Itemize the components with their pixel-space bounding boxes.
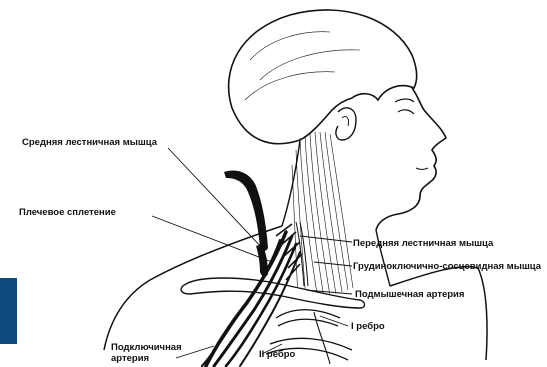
chest-outline xyxy=(390,267,487,360)
face-profile xyxy=(376,88,446,230)
mouth xyxy=(416,168,428,170)
label-subclavian-artery-line2: артерия xyxy=(111,353,149,364)
hair-outline xyxy=(229,10,417,144)
label-subclavian-artery-line1: Подключичная xyxy=(111,342,182,353)
eye xyxy=(398,110,414,114)
eyebrow xyxy=(395,99,414,102)
label-middle-scalene: Средняя лестничная мышца xyxy=(22,137,157,148)
ear-inner xyxy=(342,116,349,126)
first-rib xyxy=(276,310,340,326)
brachial-plexus-bundle xyxy=(202,232,300,366)
label-first-rib: I ребро xyxy=(351,321,385,332)
label-second-rib: II ребро xyxy=(259,349,295,360)
edge-tab xyxy=(0,278,17,344)
ear xyxy=(336,108,356,140)
label-brachial-plexus: Плечевое сплетение xyxy=(19,207,116,218)
sternum xyxy=(314,312,330,364)
neck-back-outline xyxy=(282,140,300,226)
label-axillary-artery: Подмышечная артерия xyxy=(355,289,464,300)
label-anterior-scalene: Передняя лестничная мышца xyxy=(353,238,493,249)
hair-strands xyxy=(245,32,360,100)
sternocleidomastoid-muscle xyxy=(292,132,353,300)
label-sternocleidomastoid: Грудиноключично-сосцевидная мышца xyxy=(353,261,541,272)
